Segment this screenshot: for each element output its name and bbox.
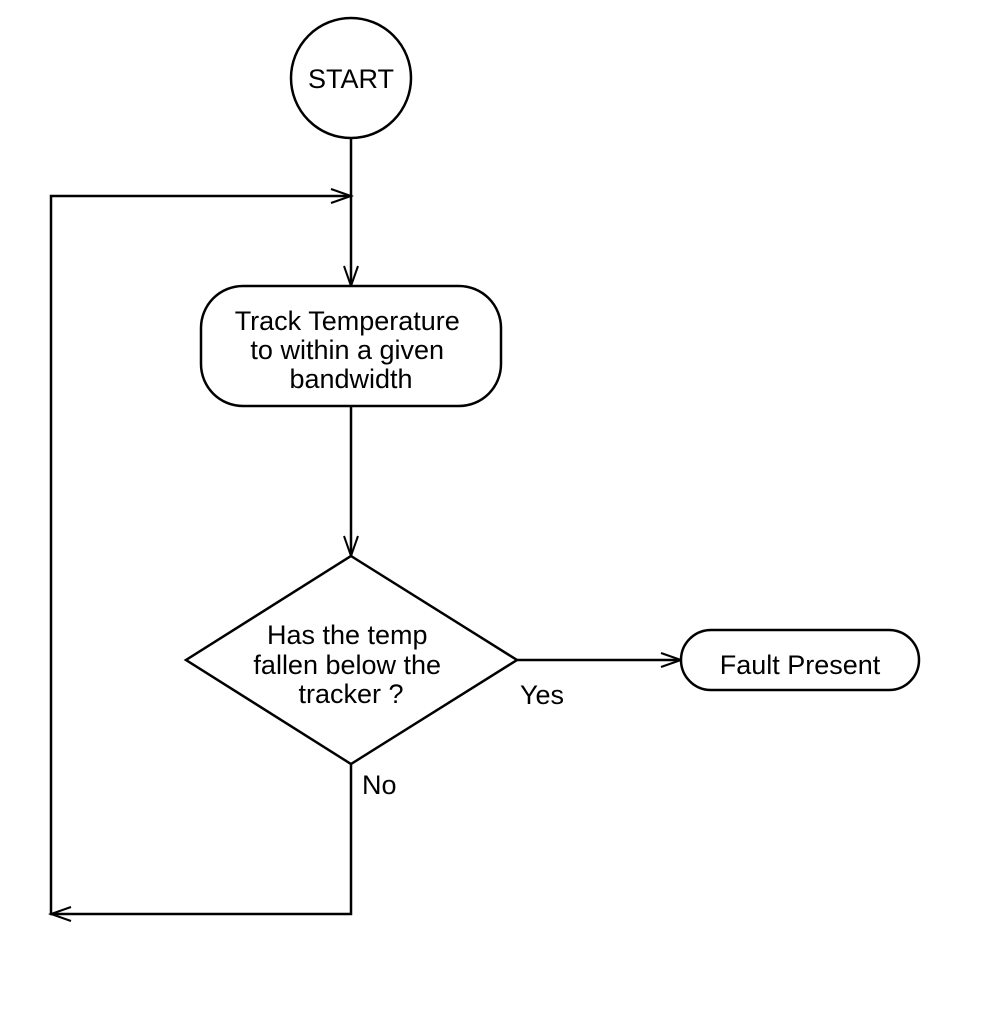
track-temperature-label: Track Temperature to within a given band… — [235, 306, 468, 394]
track-temperature-line-2: to within a given — [250, 335, 444, 365]
decision-line-1: Has the temp — [267, 620, 428, 650]
no-edge-label: No — [362, 770, 397, 800]
track-temperature-node: Track Temperature to within a given band… — [199, 284, 503, 408]
decision-line-3: tracker ? — [298, 679, 403, 709]
track-temperature-line-3: bandwidth — [289, 364, 412, 394]
arrowhead-into-merge — [330, 188, 355, 204]
decision-node: Has the temp fallen below the tracker ? — [183, 554, 520, 766]
decision-label: Has the temp fallen below the tracker ? — [253, 620, 448, 709]
start-circle — [289, 16, 413, 140]
track-temperature-box — [199, 284, 503, 408]
decision-line-2: fallen below the — [253, 650, 441, 680]
fault-present-label: Fault Present — [720, 650, 881, 680]
track-temperature-line-1: Track Temperature — [235, 306, 460, 336]
start-label: START — [308, 64, 394, 94]
yes-edge-label: Yes — [520, 680, 564, 710]
arrowhead-loop-left — [47, 906, 72, 922]
fault-present-box — [679, 628, 921, 692]
start-node: START — [289, 16, 413, 140]
fault-present-node: Fault Present — [679, 628, 921, 692]
decision-diamond — [183, 554, 520, 766]
